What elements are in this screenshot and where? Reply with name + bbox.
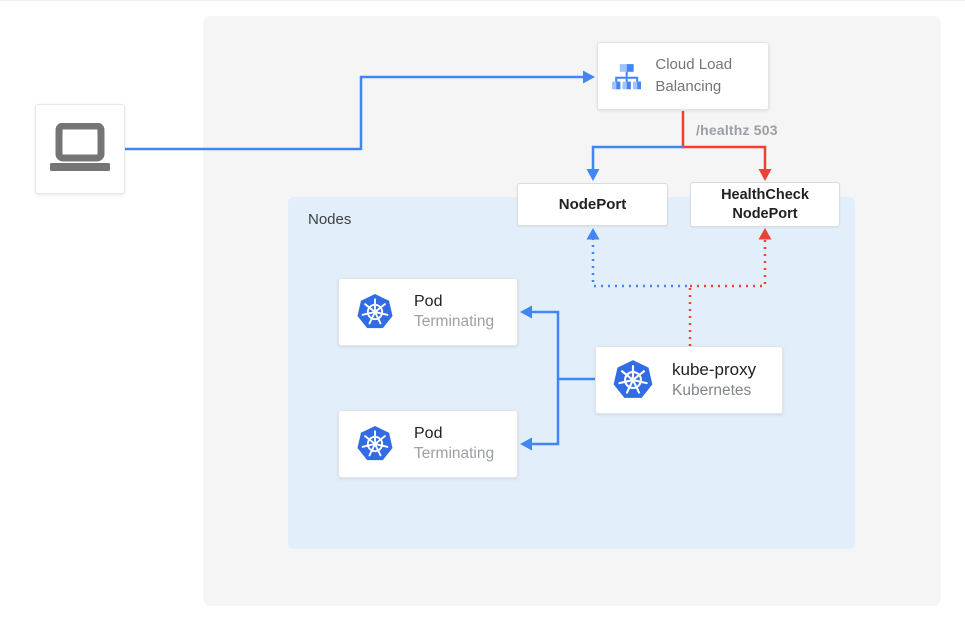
healthcheck-label-line1: HealthCheck (721, 186, 809, 203)
kube-proxy-title: kube-proxy (672, 359, 757, 379)
nodes-group-label: Nodes (308, 211, 352, 228)
pod-2: Pod Terminating (338, 410, 518, 478)
pod-title: Pod (414, 292, 443, 310)
healthcheck-label-line2: NodePort (732, 205, 798, 222)
cloud-load-balancing-label: Cloud Load Balancing (655, 56, 733, 95)
kube-proxy-subtitle: Kubernetes (672, 381, 752, 399)
pod-1: Pod Terminating (338, 278, 518, 346)
healthcheck-nodeport-box: HealthCheck NodePort (690, 182, 840, 227)
kubernetes-icon (357, 426, 393, 461)
nodeport-label: NodePort (558, 195, 627, 213)
pod-status: Terminating (414, 445, 495, 463)
laptop-icon (50, 123, 110, 171)
healthz-annotation: /healthz 503 (696, 122, 778, 138)
nodeport-box: NodePort (517, 183, 668, 226)
pod-status: Terminating (414, 313, 495, 331)
client-device (35, 104, 125, 194)
kube-proxy-box: kube-proxy Kubernetes (595, 346, 783, 414)
pod-title: Pod (414, 424, 443, 442)
cloud-load-balancing-icon (612, 64, 642, 90)
kubernetes-icon (613, 360, 653, 398)
kubernetes-icon (357, 294, 393, 329)
cloud-load-balancing: Cloud Load Balancing (597, 42, 769, 110)
